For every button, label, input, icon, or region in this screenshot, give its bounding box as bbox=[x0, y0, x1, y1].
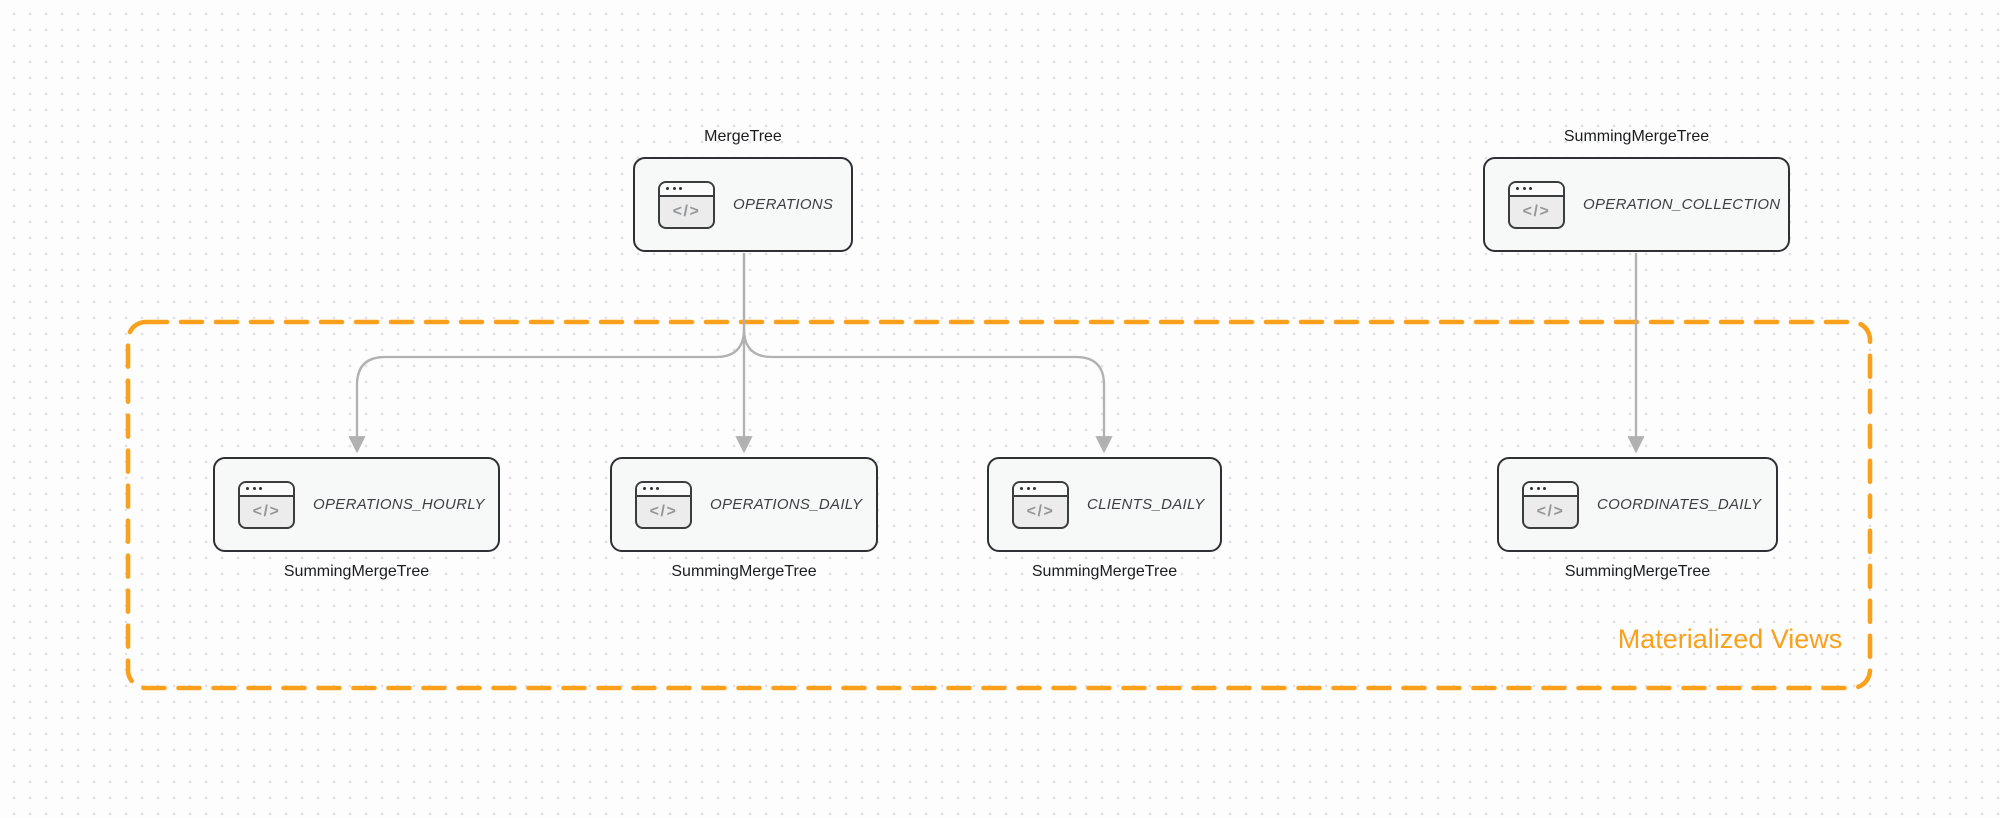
node-box[interactable]: </> OPERATIONS_HOURLY bbox=[213, 457, 500, 552]
node-operations[interactable]: MergeTree </> OPERATIONS bbox=[633, 128, 853, 252]
code-window-icon: </> bbox=[658, 180, 715, 229]
node-clients-daily[interactable]: SummingMergeTree </> CLIENTS_DAILY bbox=[987, 457, 1222, 580]
code-window-icon: </> bbox=[1508, 180, 1565, 229]
node-operation-collection[interactable]: SummingMergeTree </> OPERATION_COLLECTIO… bbox=[1483, 128, 1790, 252]
node-operations-hourly[interactable]: SummingMergeTree </> OPERATIONS_HOURLY bbox=[213, 457, 500, 580]
node-title: OPERATIONS bbox=[733, 196, 834, 213]
node-title: COORDINATES_DAILY bbox=[1597, 496, 1762, 513]
code-glyph: </> bbox=[1536, 503, 1565, 520]
window-dots bbox=[637, 482, 690, 497]
code-window-icon: </> bbox=[1012, 480, 1069, 529]
edge-operations-to-clients-daily bbox=[742, 328, 1113, 454]
window-dots bbox=[660, 182, 713, 197]
node-coordinates-daily[interactable]: SummingMergeTree </> COORDINATES_DAILY bbox=[1497, 457, 1778, 580]
code-window-icon: </> bbox=[635, 480, 692, 529]
window-dots bbox=[1014, 482, 1067, 497]
engine-label: SummingMergeTree bbox=[1031, 563, 1178, 580]
node-box[interactable]: </> OPERATION_COLLECTION bbox=[1483, 157, 1790, 252]
engine-label: SummingMergeTree bbox=[671, 563, 817, 580]
code-glyph: </> bbox=[672, 203, 701, 220]
code-glyph: </> bbox=[1522, 203, 1551, 220]
window-dots bbox=[1524, 482, 1577, 497]
node-title: CLIENTS_DAILY bbox=[1087, 496, 1205, 513]
node-box[interactable]: </> OPERATIONS bbox=[633, 157, 853, 252]
code-glyph: </> bbox=[649, 503, 678, 520]
code-window-icon: </> bbox=[1522, 480, 1579, 529]
engine-label: SummingMergeTree bbox=[1564, 563, 1711, 580]
engine-label: MergeTree bbox=[704, 128, 782, 145]
edge-operations-to-operations-hourly bbox=[348, 253, 746, 454]
node-title: OPERATIONS_DAILY bbox=[710, 496, 863, 513]
node-box[interactable]: </> COORDINATES_DAILY bbox=[1497, 457, 1778, 552]
node-title: OPERATION_COLLECTION bbox=[1583, 196, 1781, 213]
window-dots bbox=[1510, 182, 1563, 197]
code-glyph: </> bbox=[1026, 503, 1055, 520]
code-glyph: </> bbox=[252, 503, 281, 520]
node-title: OPERATIONS_HOURLY bbox=[313, 496, 485, 513]
engine-label: SummingMergeTree bbox=[283, 563, 430, 580]
node-box[interactable]: </> CLIENTS_DAILY bbox=[987, 457, 1222, 552]
engine-label: SummingMergeTree bbox=[1563, 128, 1710, 145]
node-operations-daily[interactable]: SummingMergeTree </> OPERATIONS_DAILY bbox=[610, 457, 878, 580]
materialized-views-group-label: Materialized Views bbox=[1617, 624, 1843, 654]
code-window-icon: </> bbox=[238, 480, 295, 529]
node-box[interactable]: </> OPERATIONS_DAILY bbox=[610, 457, 878, 552]
window-dots bbox=[240, 482, 293, 497]
